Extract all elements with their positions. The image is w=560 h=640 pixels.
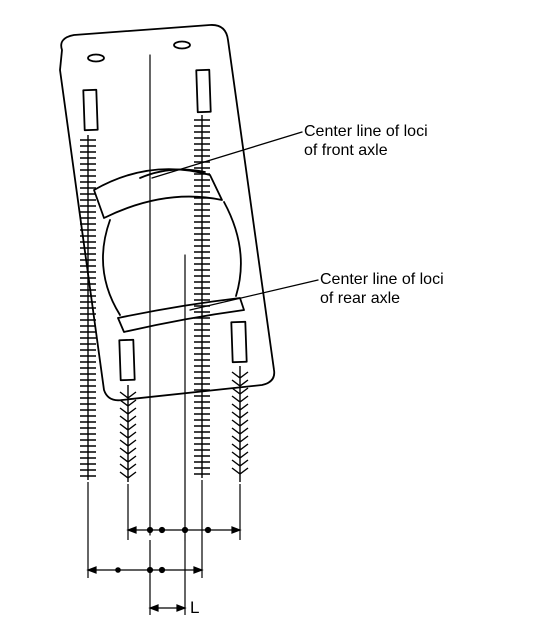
rear-axle-leader <box>189 279 319 311</box>
front-right-tire-track <box>194 115 210 478</box>
front-mount-hole-right <box>173 40 191 50</box>
front-mount-hole-left <box>87 53 105 63</box>
offset-l-label: L <box>190 598 200 617</box>
rear-left-wheel <box>118 338 136 382</box>
front-axle-leader <box>151 131 303 179</box>
frame-top-arc <box>139 168 206 179</box>
front-axle-label-line2: of front axle <box>304 142 388 159</box>
front-right-wheel <box>195 68 212 114</box>
rear-cross-member <box>117 297 245 333</box>
front-left-tire-track <box>80 135 96 480</box>
rear-right-wheel <box>230 320 248 364</box>
front-left-wheel <box>82 88 99 132</box>
rear-axle-label: Center line of loci of rear axle <box>320 270 444 308</box>
vehicle-body-outline <box>59 24 276 402</box>
frame-left-arc <box>102 219 121 316</box>
rear-left-tire-track <box>119 385 137 482</box>
rear-axle-label-line2: of rear axle <box>320 290 401 307</box>
offset-l-dimension <box>148 604 187 612</box>
rear-track-dimension <box>126 526 242 534</box>
front-cross-member <box>93 168 223 219</box>
frame-right-arc <box>223 201 242 297</box>
front-track-dimension <box>86 566 204 574</box>
rear-right-tire-track <box>231 366 249 482</box>
rear-axle-label-line1: Center line of loci <box>320 271 444 288</box>
dimension-extension-lines <box>87 480 241 615</box>
front-axle-label: Center line of loci of front axle <box>304 122 428 160</box>
front-axle-label-line1: Center line of loci <box>304 123 428 140</box>
